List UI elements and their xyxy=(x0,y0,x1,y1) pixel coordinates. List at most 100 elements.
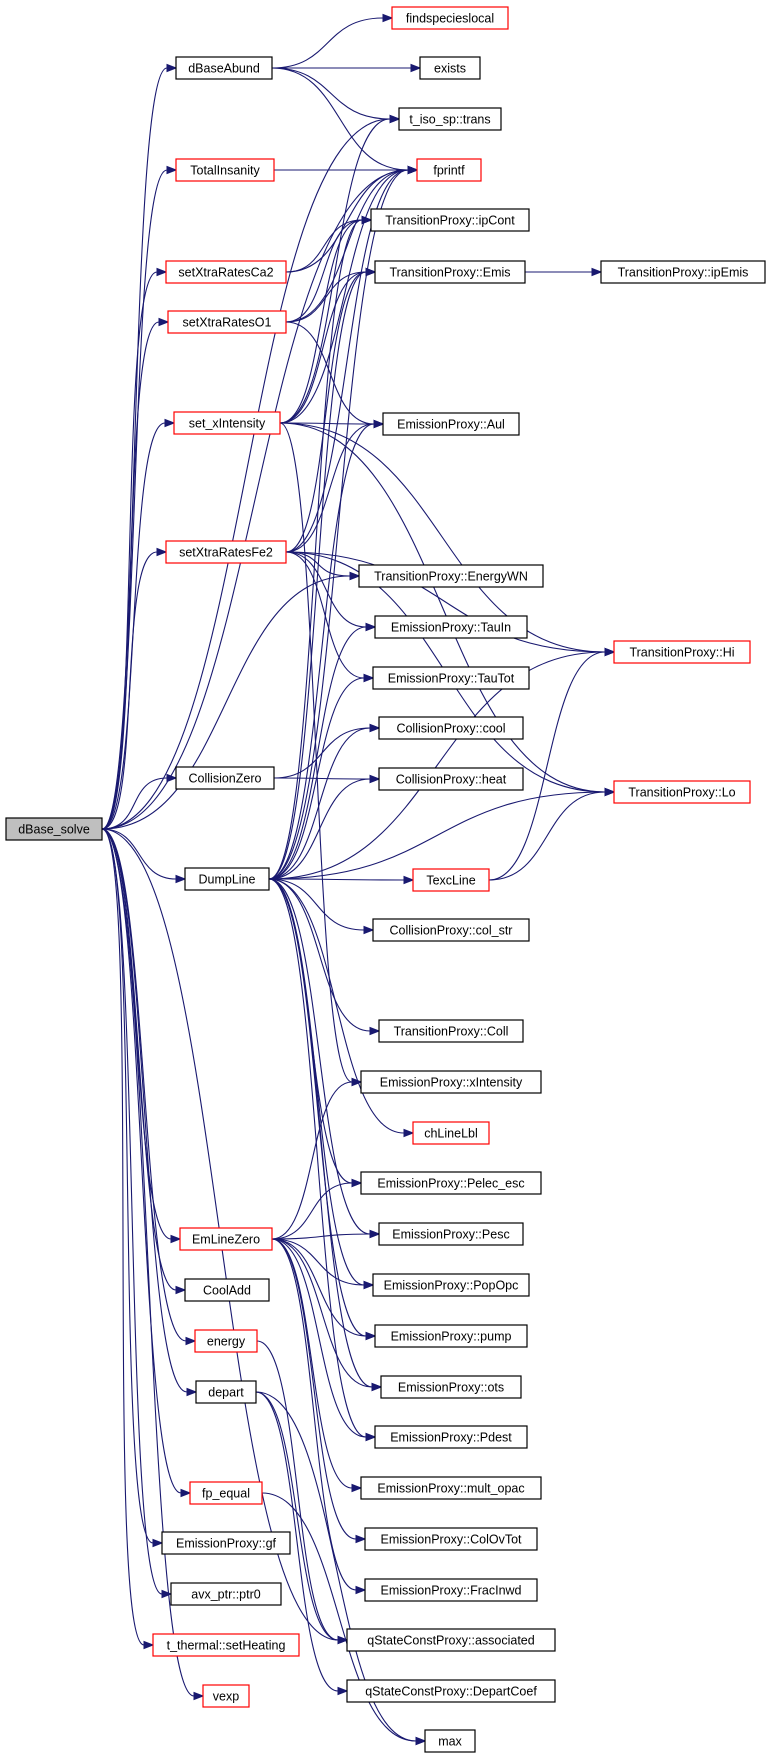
node-emissionproxy-tautot[interactable]: EmissionProxy::TauTot xyxy=(372,666,530,690)
edge-setxtraratesfe2-to-emissionproxy-tauin xyxy=(285,551,377,632)
node-exists[interactable]: exists xyxy=(419,56,481,80)
node-transitionproxy-energywn[interactable]: TransitionProxy::EnergyWN xyxy=(358,564,544,588)
node-emissionproxy-pdest[interactable]: EmissionProxy::Pdest xyxy=(374,1425,528,1449)
edge-dbase-solve-to-setxtrarateso1 xyxy=(101,317,170,830)
node-label: CollisionProxy::cool xyxy=(396,722,505,736)
node-collisionproxy-col-str[interactable]: CollisionProxy::col_str xyxy=(372,918,530,942)
edge-emlinezero-to-emissionproxy-xintensity xyxy=(271,1077,363,1240)
node-emissionproxy-pesc[interactable]: EmissionProxy::Pesc xyxy=(378,1222,524,1246)
node-texcline[interactable]: TexcLine xyxy=(412,868,490,892)
edge-setxtrarateso1-to-fprintf xyxy=(285,165,419,323)
node-label: exists xyxy=(434,62,466,76)
edge-dbase-solve-to-dbaseabund xyxy=(101,63,178,830)
node-label: energy xyxy=(207,1335,246,1349)
node-collisionzero[interactable]: CollisionZero xyxy=(175,766,275,790)
node-findspecieslocal[interactable]: findspecieslocal xyxy=(391,6,509,30)
node-setxtrarateso1[interactable]: setXtraRatesO1 xyxy=(167,310,287,334)
node-transitionproxy-ipcont[interactable]: TransitionProxy::ipCont xyxy=(370,208,530,232)
node-emissionproxy-popopc[interactable]: EmissionProxy::PopOpc xyxy=(372,1273,530,1297)
node-setxtraratesca2[interactable]: setXtraRatesCa2 xyxy=(165,260,287,284)
node-emissionproxy-ots[interactable]: EmissionProxy::ots xyxy=(380,1375,522,1399)
node-emissionproxy-pump[interactable]: EmissionProxy::pump xyxy=(374,1324,528,1348)
node-label: TotalInsanity xyxy=(190,164,260,178)
node-label: EmissionProxy::ColOvTot xyxy=(380,1533,522,1547)
node-label: TransitionProxy::Lo xyxy=(628,786,735,800)
node-label: dBaseAbund xyxy=(188,62,260,76)
edge-dbase-solve-to-depart xyxy=(101,828,198,1397)
edge-dumpline-to-collisionproxy-heat xyxy=(268,774,381,880)
node-label: findspecieslocal xyxy=(406,12,494,26)
node-label: fp_equal xyxy=(202,1487,250,1501)
node-emissionproxy-mult-opac[interactable]: EmissionProxy::mult_opac xyxy=(360,1476,542,1500)
node-label: EmissionProxy::Pesc xyxy=(392,1228,509,1242)
node-t-thermal-setheating[interactable]: t_thermal::setHeating xyxy=(152,1633,300,1657)
node-label: setXtraRatesFe2 xyxy=(179,546,273,560)
call-graph-edges xyxy=(101,13,616,1746)
node-transitionproxy-coll[interactable]: TransitionProxy::Coll xyxy=(378,1019,524,1043)
edge-dbaseabund-to-exists xyxy=(272,63,422,73)
node-emlinezero[interactable]: EmLineZero xyxy=(179,1227,273,1251)
node-emissionproxy-pelec-esc[interactable]: EmissionProxy::Pelec_esc xyxy=(360,1171,542,1195)
node-dumpline[interactable]: DumpLine xyxy=(184,867,270,891)
node-depart[interactable]: depart xyxy=(195,1380,257,1404)
node-label: set_xIntensity xyxy=(189,417,266,431)
node-label: setXtraRatesO1 xyxy=(183,316,272,330)
edge-transitionproxy-emis-to-transitionproxy-ipemis xyxy=(525,267,603,277)
edge-dbase-solve-to-totalinsanity xyxy=(101,165,178,830)
node-label: TransitionProxy::Emis xyxy=(389,266,510,280)
node-label: dBase_solve xyxy=(18,823,90,837)
node-emissionproxy-xintensity[interactable]: EmissionProxy::xIntensity xyxy=(360,1070,542,1094)
node-label: setXtraRatesCa2 xyxy=(178,266,273,280)
edge-emlinezero-to-emissionproxy-ots xyxy=(271,1238,383,1392)
node-t-iso-sp-trans[interactable]: t_iso_sp::trans xyxy=(398,107,502,131)
node-emissionproxy-tauin[interactable]: EmissionProxy::TauIn xyxy=(374,615,528,639)
node-fprintf[interactable]: fprintf xyxy=(416,158,482,182)
edge-dumpline-to-chlinelbl xyxy=(268,878,415,1138)
node-energy[interactable]: energy xyxy=(194,1329,258,1353)
node-avx-ptr-ptr0[interactable]: avx_ptr::ptr0 xyxy=(170,1582,282,1606)
node-cooladd[interactable]: CoolAdd xyxy=(184,1278,270,1302)
edge-dumpline-to-collisionproxy-col-str xyxy=(268,878,375,935)
node-label: vexp xyxy=(213,1690,239,1704)
node-chlinelbl[interactable]: chLineLbl xyxy=(412,1121,490,1145)
node-vexp[interactable]: vexp xyxy=(202,1684,250,1708)
node-emissionproxy-fracinwd[interactable]: EmissionProxy::FracInwd xyxy=(364,1578,538,1602)
node-label: TransitionProxy::ipCont xyxy=(385,214,515,228)
edge-dumpline-to-emissionproxy-aul xyxy=(268,419,385,880)
node-label: qStateConstProxy::associated xyxy=(367,1634,534,1648)
node-label: TexcLine xyxy=(426,874,475,888)
node-dbaseabund[interactable]: dBaseAbund xyxy=(175,56,273,80)
node-transitionproxy-hi[interactable]: TransitionProxy::Hi xyxy=(613,640,751,664)
node-qstateconstproxy-associated[interactable]: qStateConstProxy::associated xyxy=(346,1628,556,1652)
node-fp-equal[interactable]: fp_equal xyxy=(189,1481,263,1505)
edge-dbase-solve-to-setxtraratesfe2 xyxy=(101,547,168,830)
edge-depart-to-qstateconstproxy-associated xyxy=(255,1391,349,1645)
edge-dbase-solve-to-collisionzero xyxy=(101,773,178,830)
node-set-xintensity[interactable]: set_xIntensity xyxy=(173,411,281,435)
node-label: EmissionProxy::TauIn xyxy=(391,621,511,635)
node-max[interactable]: max xyxy=(424,1729,476,1753)
node-emissionproxy-aul[interactable]: EmissionProxy::Aul xyxy=(382,412,520,436)
node-collisionproxy-heat[interactable]: CollisionProxy::heat xyxy=(378,767,524,791)
node-label: chLineLbl xyxy=(424,1127,478,1141)
node-label: TransitionProxy::Hi xyxy=(629,646,734,660)
node-emissionproxy-gf[interactable]: EmissionProxy::gf xyxy=(161,1531,291,1555)
node-transitionproxy-emis[interactable]: TransitionProxy::Emis xyxy=(374,260,526,284)
node-label: t_iso_sp::trans xyxy=(409,113,490,127)
edge-collisionzero-to-collisionproxy-cool xyxy=(273,723,381,779)
node-qstateconstproxy-departcoef[interactable]: qStateConstProxy::DepartCoef xyxy=(346,1679,556,1703)
node-emissionproxy-colovtot[interactable]: EmissionProxy::ColOvTot xyxy=(364,1527,538,1551)
node-collisionproxy-cool[interactable]: CollisionProxy::cool xyxy=(378,716,524,740)
node-dbase-solve[interactable]: dBase_solve xyxy=(5,817,103,841)
node-label: TransitionProxy::Coll xyxy=(394,1025,509,1039)
edge-dbase-solve-to-dumpline xyxy=(101,828,187,884)
node-transitionproxy-lo[interactable]: TransitionProxy::Lo xyxy=(613,780,751,804)
edge-dbaseabund-to-t-iso-sp-trans xyxy=(271,67,401,124)
edge-dbaseabund-to-findspecieslocal xyxy=(271,13,394,69)
node-setxtraratesfe2[interactable]: setXtraRatesFe2 xyxy=(165,540,287,564)
node-transitionproxy-ipemis[interactable]: TransitionProxy::ipEmis xyxy=(600,260,766,284)
node-totalinsanity[interactable]: TotalInsanity xyxy=(175,158,275,182)
node-label: CoolAdd xyxy=(203,1284,251,1298)
edge-set-xintensity-to-t-iso-sp-trans xyxy=(279,114,401,424)
